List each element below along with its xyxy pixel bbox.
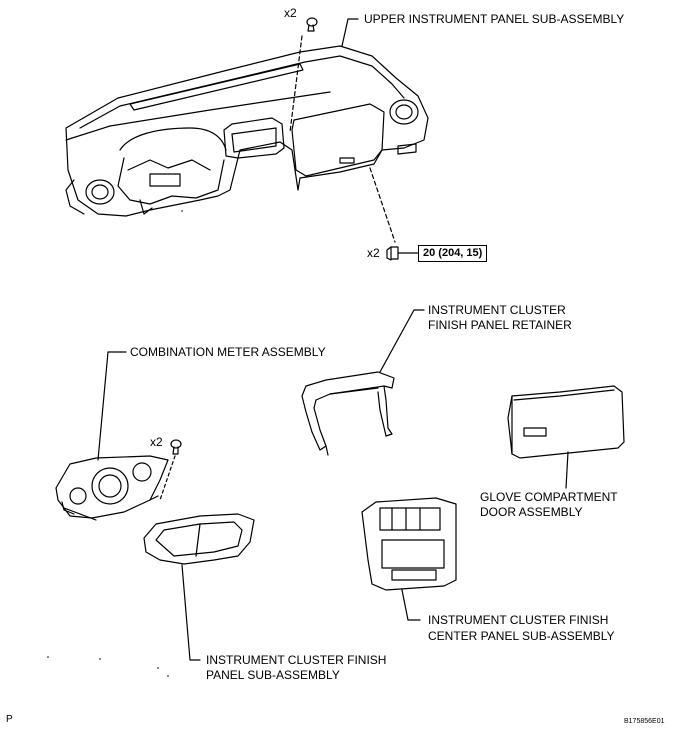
cluster-finish-panel-drawing bbox=[143, 513, 255, 565]
corner-code-right: B175856E01 bbox=[624, 718, 665, 725]
combination-meter-leader bbox=[97, 351, 127, 461]
top-clip-drawing bbox=[289, 17, 318, 133]
center-panel-leader bbox=[401, 589, 421, 621]
combination-meter-drawing bbox=[55, 455, 169, 521]
glove-door-label-line1: GLOVE COMPARTMENT bbox=[480, 490, 618, 504]
upper-instrument-panel-drawing bbox=[65, 45, 429, 217]
meter-screw-quantity: x2 bbox=[150, 435, 163, 449]
lower-bolt-quantity: x2 bbox=[367, 246, 380, 260]
torque-spec-box: 20 (204, 15) bbox=[418, 245, 488, 262]
cluster-finish-panel-leader bbox=[181, 564, 201, 661]
glove-door-leader bbox=[565, 451, 569, 489]
center-panel-label-line1: INSTRUMENT CLUSTER FINISH bbox=[428, 613, 609, 627]
lower-bolt-drawing bbox=[369, 167, 419, 261]
cluster-retainer-leader bbox=[379, 309, 425, 373]
stray-marks bbox=[47, 210, 183, 677]
glove-door-label-line2: DOOR ASSEMBLY bbox=[480, 505, 583, 519]
upper-panel-leader bbox=[341, 18, 359, 47]
cluster-retainer-label-line1: INSTRUMENT CLUSTER bbox=[428, 303, 566, 317]
center-panel-drawing bbox=[361, 497, 457, 591]
cluster-retainer-drawing bbox=[301, 371, 395, 456]
meter-screw-drawing bbox=[159, 439, 182, 501]
corner-code-left: P bbox=[6, 714, 13, 725]
cluster-finish-panel-label-line1: INSTRUMENT CLUSTER FINISH bbox=[206, 653, 387, 667]
glove-door-drawing bbox=[507, 385, 625, 459]
upper-panel-label: UPPER INSTRUMENT PANEL SUB-ASSEMBLY bbox=[364, 12, 625, 26]
cluster-retainer-label-line2: FINISH PANEL RETAINER bbox=[428, 318, 572, 332]
top-clip-quantity: x2 bbox=[284, 6, 297, 20]
cluster-finish-panel-label-line2: PANEL SUB-ASSEMBLY bbox=[206, 668, 340, 682]
combination-meter-label: COMBINATION METER ASSEMBLY bbox=[130, 345, 326, 359]
center-panel-label-line2: CENTER PANEL SUB-ASSEMBLY bbox=[428, 629, 615, 643]
